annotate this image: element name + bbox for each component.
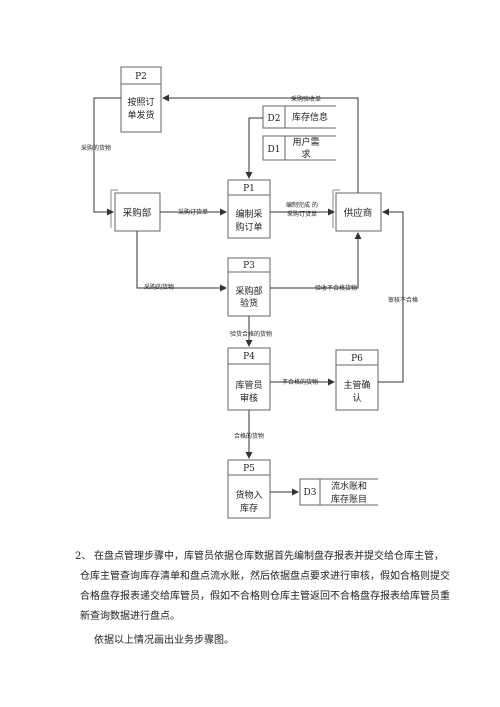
flow-label-p1-to-supplier-1: 编制完成 的	[286, 201, 318, 209]
data-store-d3: D3 流水账和 库存账目	[299, 478, 378, 506]
data-store-d2-id: D2	[268, 114, 281, 124]
flow-label-dept-to-p3: 采购的货物	[144, 283, 174, 291]
process-p3-label-1: 采购部	[235, 285, 262, 297]
flow-label-p4-to-p6: 不合格的货物	[282, 378, 318, 386]
flow-label-p1-to-supplier-2: 采购订货单	[287, 210, 317, 218]
process-p1-label-1: 编制采	[235, 208, 262, 220]
data-store-d2: D2 库存信息	[262, 105, 336, 129]
question-body: 在盘点管理步骤中，库管员依据仓库数据首先编制盘存报表并提交给仓库主管，仓库主管查…	[80, 551, 450, 622]
flow-label-dept-to-p1: 采购订货单	[178, 208, 208, 216]
process-p5-label-1: 货物入	[235, 489, 262, 501]
flow-label-p4-to-p5: 合格的货物	[234, 432, 264, 440]
process-p4: P4 库管员 审核	[227, 347, 271, 411]
flow-p6-to-supplier: 审核不合格	[378, 208, 418, 383]
data-store-d1-label-2: 求	[301, 148, 310, 160]
question-instruction: 依据以上情况画出业务步骤图。	[94, 635, 234, 646]
process-p3: P3 采购部 验货	[227, 257, 271, 317]
process-p2-label-1: 按照订	[127, 96, 154, 108]
entity-purchase-department-label: 采购部	[123, 207, 152, 219]
process-p6-id: P6	[351, 354, 363, 364]
process-p1: P1 编制采 购订单	[227, 179, 271, 239]
flow-dept-to-p3: 采购的货物	[136, 231, 227, 292]
data-store-d1-label-1: 用户需	[292, 136, 319, 148]
flow-dept-to-p1: 采购订货单	[160, 208, 227, 216]
flow-p3-to-p4: 验货合格的货物	[230, 316, 272, 347]
data-store-d3-label-2: 库存账目	[331, 493, 367, 505]
data-store-d2-label: 库存信息	[292, 111, 328, 123]
flow-label-p6-to-supplier: 审核不合格	[388, 296, 418, 304]
flow-p1-to-supplier: 编制完成 的 采购订货单	[270, 201, 335, 218]
data-flow-diagram: P2 按照订 单发货 D2 库存信息 D1 用户需 求 采购部 P1 编制采 购…	[81, 66, 418, 519]
process-p2-label-2: 单发货	[127, 109, 154, 121]
process-p6: P6 主管确 认	[335, 349, 379, 411]
data-store-d3-label-1: 流水账和	[331, 480, 367, 492]
process-p6-label-1: 主管确	[343, 379, 370, 391]
flow-store-to-p1	[245, 117, 263, 179]
entity-supplier-label: 供应商	[344, 207, 373, 219]
data-store-d1: D1 用户需 求	[262, 135, 336, 161]
process-p4-label-2: 审核	[240, 392, 258, 404]
flow-p3-to-supplier: 验收不合格货物	[270, 232, 362, 292]
question-number: 2、	[75, 551, 92, 562]
flow-p2-to-dept: 采购的货物	[81, 97, 121, 216]
process-p3-label-2: 验货	[240, 297, 258, 309]
flow-label-supplier-to-p2: 采购验收单	[291, 95, 321, 103]
process-p2-id: P2	[135, 72, 147, 82]
process-p4-id: P4	[243, 352, 255, 362]
flow-label-p2-to-dept: 采购的货物	[81, 144, 111, 152]
question-paragraph: 2、 在盘点管理步骤中，库管员依据仓库数据首先编制盘存报表并提交给仓库主管，仓库…	[75, 547, 452, 651]
process-p4-label-1: 库管员	[235, 379, 262, 391]
flow-supplier-to-p2: 采购验收单	[162, 94, 359, 193]
entity-supplier: 供应商	[332, 189, 382, 232]
flow-p4-to-p5: 合格的货物	[234, 410, 264, 459]
process-p1-id: P1	[243, 184, 255, 194]
flow-label-p3-to-supplier: 验收不合格货物	[315, 284, 357, 292]
process-p5: P5 货物入 库存	[227, 459, 271, 519]
entity-purchase-department: 采购部	[110, 189, 161, 232]
data-store-d3-id: D3	[304, 488, 317, 498]
process-p5-id: P5	[243, 464, 255, 474]
process-p6-label-2: 认	[352, 392, 361, 404]
process-p5-label-2: 库存	[240, 502, 258, 514]
flow-p4-to-p6: 不合格的货物	[270, 378, 335, 386]
flow-label-p3-to-p4: 验货合格的货物	[230, 330, 272, 338]
process-p2: P2 按照订 单发货	[120, 66, 162, 133]
data-store-d1-id: D1	[268, 145, 281, 155]
process-p1-label-2: 购订单	[235, 221, 262, 233]
process-p3-id: P3	[243, 261, 255, 271]
